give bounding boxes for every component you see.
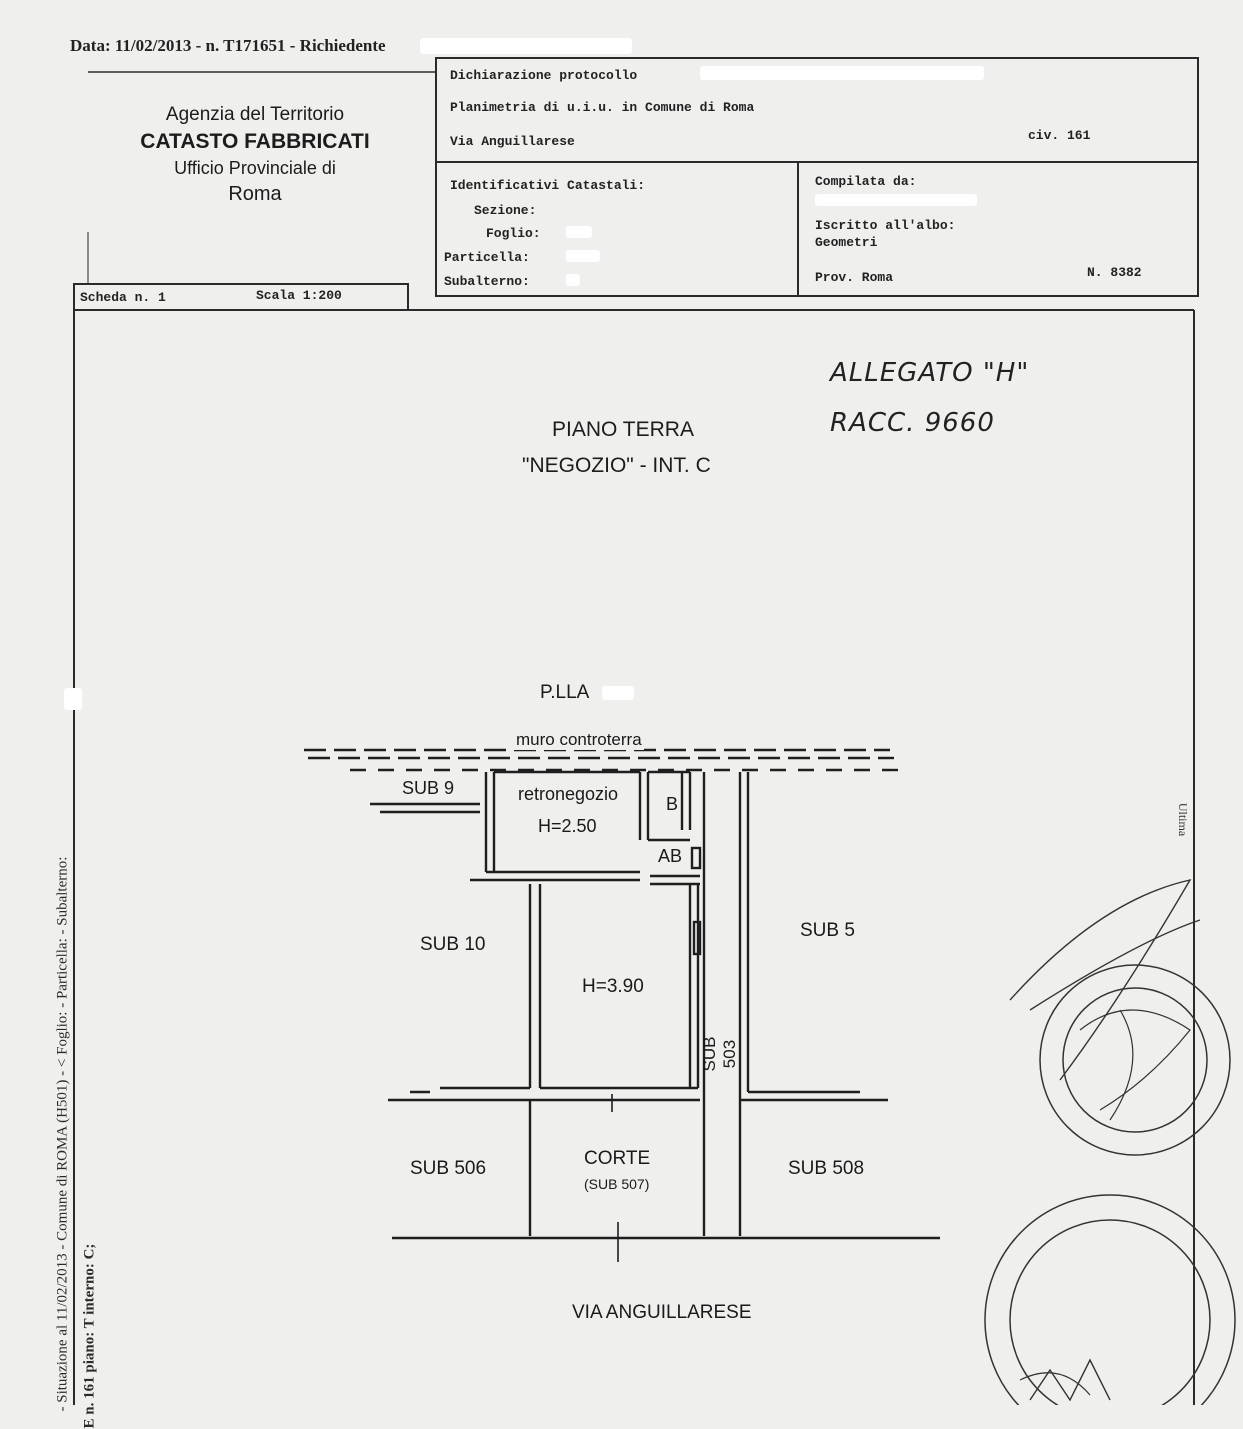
sub5-label: SUB 5 — [800, 920, 855, 941]
redaction-plla — [602, 686, 634, 700]
corte-sub-label: (SUB 507) — [584, 1176, 650, 1192]
plan-title: PIANO TERRA — [552, 418, 694, 441]
compilata-title: Compilata da: — [815, 174, 917, 189]
right-edge-text: Ultima — [1176, 802, 1191, 837]
corte-label: CORTE — [584, 1148, 651, 1169]
redaction-protocollo — [700, 66, 984, 80]
particella-label: Particella: — [444, 250, 530, 265]
raccolta-annotation: RACC. 9660 — [830, 408, 995, 438]
identificativi-title: Identificativi Catastali: — [450, 178, 646, 193]
redaction-subalterno — [566, 274, 580, 286]
redaction-particella — [566, 250, 600, 262]
redaction-side — [64, 688, 82, 710]
plan-subtitle: "NEGOZIO" - INT. C — [522, 454, 711, 477]
planimetria-label: Planimetria di u.i.u. in Comune di Roma — [450, 100, 755, 115]
sub10-label: SUB 10 — [420, 934, 486, 955]
via-label: Via Anguillarese — [450, 134, 575, 149]
redaction-richiedente — [420, 38, 632, 54]
sub506-label: SUB 506 — [410, 1158, 487, 1179]
sub503-label: SUB 503 — [700, 1036, 739, 1072]
iscritto-label: Iscritto all'albo: — [815, 218, 956, 233]
foglio-label: Foglio: — [486, 226, 541, 241]
scheda-number: Scheda n. 1 — [80, 290, 166, 305]
muro-controterra-label: muro controterra — [514, 730, 644, 750]
allegato-annotation: ALLEGATO "H" — [830, 358, 1030, 388]
dichiarazione-protocollo: Dichiarazione protocollo — [450, 68, 638, 83]
retronegozio-label: retronegozio — [518, 784, 619, 804]
catasto-title: CATASTO FABBRICATI — [140, 130, 370, 153]
sezione-label: Sezione: — [474, 203, 537, 218]
sub9-label: SUB 9 — [402, 778, 455, 798]
provincia-label: Prov. Roma — [815, 270, 894, 285]
retronegozio-height: H=2.50 — [538, 816, 597, 836]
negozio-height: H=3.90 — [582, 976, 644, 997]
street-label: VIA ANGUILLARESE — [572, 1302, 752, 1323]
ufficio-city: Roma — [228, 183, 282, 205]
redaction-compilata — [815, 194, 977, 206]
side-situazione-text: - Situazione al 11/02/2013 - Comune di R… — [54, 856, 71, 1412]
civico-label: civ. 161 — [1028, 128, 1091, 143]
side-piano-text: E n. 161 piano: T interno: C; — [81, 1243, 98, 1429]
header-date-line: Data: 11/02/2013 - n. T171651 - Richiede… — [70, 36, 386, 55]
ufficio-label: Ufficio Provinciale di — [174, 158, 336, 178]
bagno-label: B — [666, 794, 679, 814]
plla-label: P.LLA — [540, 682, 590, 703]
sub508-label: SUB 508 — [788, 1158, 865, 1179]
agency-block: Agenzia del Territorio CATASTO FABBRICAT… — [100, 104, 410, 206]
agency-name: Agenzia del Territorio — [165, 104, 345, 125]
scala-label: Scala 1:200 — [256, 288, 342, 303]
iscrizione-numero: N. 8382 — [1087, 265, 1142, 280]
redaction-foglio — [566, 226, 592, 238]
albo-label: Geometri — [815, 235, 878, 250]
subalterno-label: Subalterno: — [444, 274, 530, 289]
antibagno-label: AB — [658, 846, 683, 866]
